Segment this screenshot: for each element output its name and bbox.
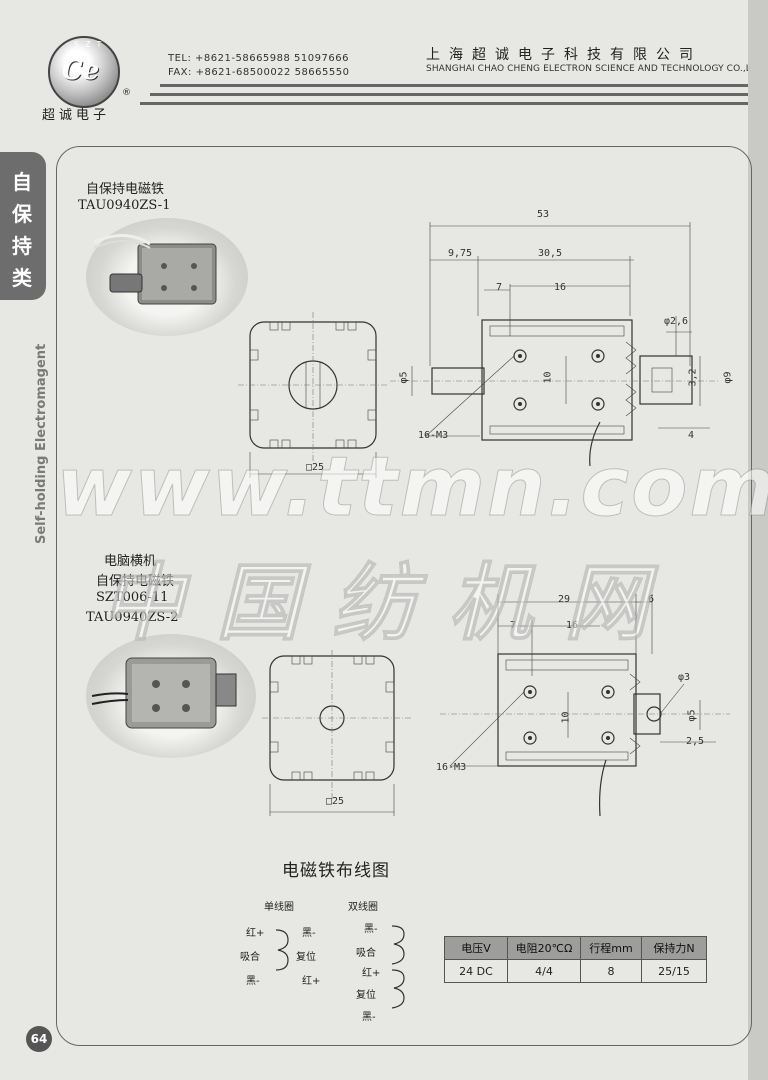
specs-holding-force: 25/15: [641, 959, 707, 983]
wiring-title: 电磁铁布线图: [282, 861, 390, 881]
product2-dim-phi3: φ3: [678, 672, 691, 683]
page-number: 64: [26, 1026, 52, 1052]
product2-dim-screw: 16-M3: [436, 762, 467, 773]
product1-dim-16: 16: [554, 282, 567, 293]
content-frame: [56, 146, 752, 1046]
side-char-3: 持: [12, 234, 32, 258]
product1-dim-30-5: 30,5: [538, 248, 563, 259]
product1-dim-3-2: 3,2: [687, 368, 699, 387]
single-left-black: 黑-: [246, 976, 260, 987]
product2-photo: [86, 634, 256, 758]
product2-model-alt: SZT006-11: [96, 590, 169, 605]
product1-dim-10: 10: [542, 371, 554, 384]
product1-dim-4: 4: [688, 430, 695, 441]
product2-dim-2-5: 2,5: [686, 736, 705, 747]
product1-dim-overall: 53: [537, 209, 550, 220]
product1-dim-phi2-6: φ2,6: [664, 316, 689, 327]
product1-dim-screw: 16-M3: [418, 430, 449, 441]
single-right-red: 红+: [302, 976, 321, 987]
product1-dim-phi9: φ9: [722, 371, 734, 384]
specs-stroke: 8: [580, 959, 642, 983]
single-coil-icon: [275, 929, 289, 971]
product1-dim-9-75: 9,75: [448, 248, 473, 259]
specs-resistance: 4/4: [507, 959, 581, 983]
product1-dim-7: 7: [496, 282, 503, 293]
double-reset: 复位: [356, 990, 376, 1001]
product1-solenoid-image: [93, 234, 217, 305]
category-tab: [0, 152, 46, 300]
double-coil-title: 双线圈: [348, 902, 378, 913]
logo-ring-text: SZT: [74, 40, 108, 49]
product2-dim-29: 29: [558, 594, 571, 605]
specs-table: 电压V 电阻20℃Ω 行程mm 保持力N 24 DC 4/4 8 25/15: [444, 936, 707, 983]
product2-dim-7: 7: [510, 620, 517, 631]
product1-model: TAU0940ZS-1: [78, 198, 171, 213]
single-right-reset: 复位: [296, 952, 316, 963]
logo-monogram: Ce: [62, 56, 100, 86]
registered-mark: ®: [122, 88, 131, 98]
specs-header-stroke: 行程mm: [580, 936, 642, 960]
watermark-site-name: 中国纺机网: [99, 554, 681, 653]
single-right-black: 黑-: [302, 928, 316, 939]
specs-header-voltage: 电压V: [444, 936, 508, 960]
product1-side-view: [390, 222, 720, 466]
logo-name: 超诚电子: [42, 108, 111, 123]
product2-model: TAU0940ZS-2: [86, 610, 179, 625]
specs-header-holding-force: 保持力N: [641, 936, 707, 960]
side-char-1: 自: [12, 170, 32, 194]
product1-front-view: [238, 312, 388, 478]
product2-side-view: [440, 594, 730, 817]
product2-dim-sq25: □25: [326, 796, 345, 807]
product2-solenoid-image: [91, 657, 237, 729]
double-coil-icon: [391, 925, 405, 1009]
header-rule-3: [140, 102, 748, 105]
tel-text: TEL: +8621-58665988 51097666: [168, 53, 349, 64]
watermark-url: www.ttmn.com: [56, 440, 768, 536]
fax-text: FAX: +8621-68500022 58665550: [168, 67, 350, 78]
page-edge: [748, 0, 768, 1080]
specs-row: 24 DC 4/4 8 25/15: [444, 959, 707, 983]
side-char-4: 类: [12, 266, 32, 290]
product2-name-line2: 自保持电磁铁: [96, 574, 175, 589]
single-coil-title: 单线圈: [264, 902, 294, 913]
product1-dim-sq25: □25: [306, 462, 325, 473]
specs-header-resistance: 电阻20℃Ω: [507, 936, 581, 960]
product2-dim-phi5: φ5: [686, 709, 698, 722]
double-black-2: 黑-: [362, 1012, 376, 1023]
side-char-2: 保: [12, 202, 32, 226]
specs-header-row: 电压V 电阻20℃Ω 行程mm 保持力N: [444, 936, 707, 960]
single-left-attract: 吸合: [240, 952, 260, 963]
company-name-en: SHANGHAI CHAO CHENG ELECTRON SCIENCE AND…: [426, 64, 766, 74]
company-logo: [48, 36, 120, 108]
double-attract: 吸合: [356, 948, 376, 959]
single-left-red: 红+: [246, 928, 265, 939]
product2-name-line1: 电脑横机: [104, 554, 157, 569]
product1-name: 自保持电磁铁: [86, 182, 165, 197]
product2-front-view: [262, 650, 412, 816]
product1-photo: [86, 218, 248, 336]
double-red: 红+: [362, 968, 381, 979]
specs-voltage: 24 DC: [444, 959, 508, 983]
company-name-cn: 上海超诚电子科技有限公司: [426, 47, 702, 63]
product1-dim-phi5: φ5: [398, 371, 410, 384]
product2-dim-6: 6: [648, 594, 655, 605]
product2-dim-16: 16: [566, 620, 579, 631]
header-rule-2: [150, 93, 748, 96]
side-english-title: Self-holding Electromagent: [34, 343, 49, 544]
double-black-1: 黑-: [364, 924, 378, 935]
header-rule-1: [160, 84, 748, 87]
product2-dim-10: 10: [560, 711, 572, 724]
